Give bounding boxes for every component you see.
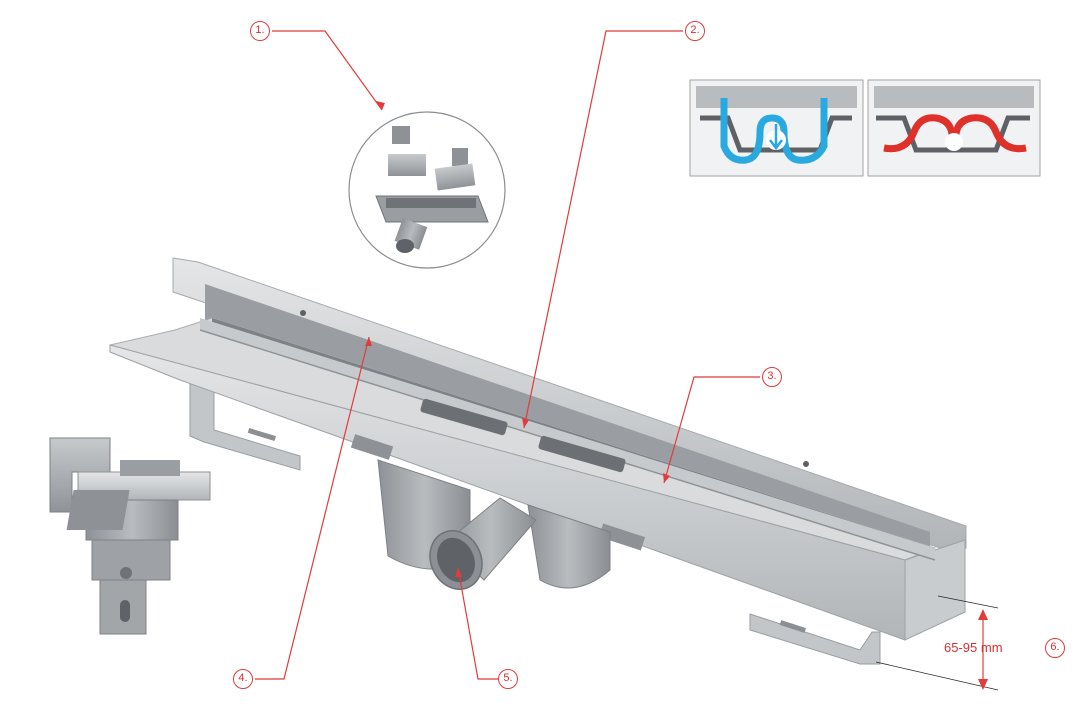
dry-trap-red-icon [867, 79, 1041, 177]
callout-5: 5. [498, 669, 518, 689]
drain-channel [109, 257, 967, 665]
right-mounting-bracket [749, 613, 881, 665]
dimension-label: 65-95 mm [944, 640, 1003, 655]
back-upstand [172, 257, 967, 549]
leader-arrowheads [365, 101, 670, 577]
cover-grate [200, 318, 935, 560]
callout-6: 6. [1045, 638, 1065, 658]
siphon-parts-exploded-icon [348, 111, 506, 269]
water-trap-blue-icon [689, 79, 864, 177]
callout-2: 2. [685, 21, 705, 41]
callout-4: 4. [233, 669, 253, 689]
height-dimension [875, 595, 999, 691]
outlet-pipe [429, 497, 537, 590]
drain-side-section-icon [49, 437, 211, 635]
callout-3: 3. [762, 367, 782, 387]
callout-1: 1. [250, 21, 270, 41]
leader-lines [255, 30, 760, 680]
